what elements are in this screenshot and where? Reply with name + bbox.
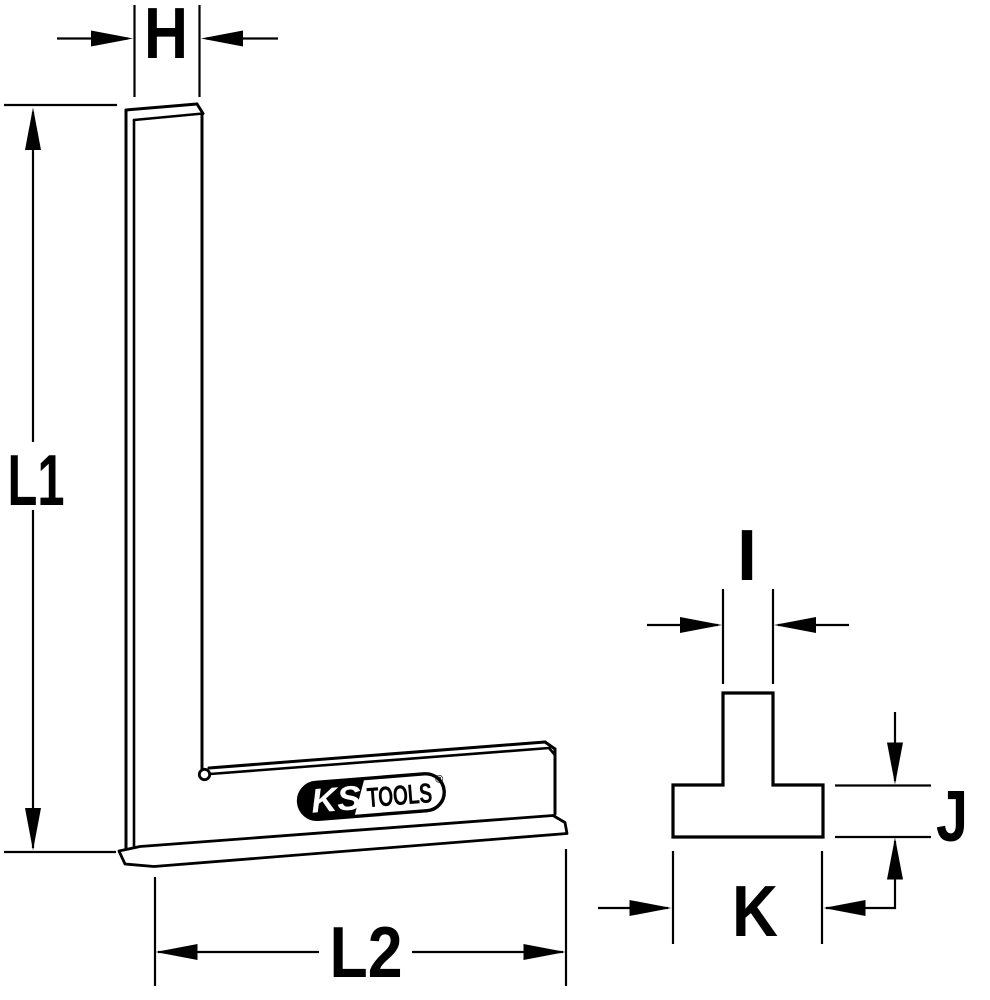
l1-arrowhead-bottom: [25, 808, 41, 851]
front-view: KS TOOLS ® H L1: [4, 0, 569, 993]
i-arrowhead-right: [774, 617, 816, 633]
i-arrowhead-left: [680, 617, 722, 633]
k-arrowhead-left: [629, 900, 672, 916]
dimension-l1: L1: [4, 103, 117, 854]
l1-arrowhead-top: [25, 107, 41, 150]
ks-tools-logo: KS TOOLS ®: [296, 772, 446, 822]
h-arrowhead-right: [201, 30, 243, 47]
blade-top-inner-edge: [132, 112, 205, 122]
dimension-i: I: [647, 516, 849, 684]
l2-arrowhead-right: [523, 944, 566, 960]
stock-outline: [117, 740, 569, 868]
dimension-label-k: K: [732, 872, 778, 952]
stock-top-outer-edge: [207, 740, 547, 770]
corner-relief-hole: [197, 767, 212, 782]
h-arrowhead-left: [91, 30, 133, 47]
dimension-label-l1: L1: [8, 441, 65, 521]
j-arrowhead-top: [887, 742, 903, 785]
dimension-j: J: [835, 712, 968, 909]
section-view: I J K: [598, 516, 968, 952]
logo-tools-text: TOOLS: [366, 777, 433, 813]
dimension-label-l2: L2: [330, 913, 403, 993]
logo-black-field: [299, 778, 365, 820]
dimension-k: K: [598, 851, 896, 952]
logo-registered-mark: ®: [435, 773, 444, 786]
dimension-label-i: I: [737, 516, 757, 596]
section-t-profile: [671, 691, 825, 839]
j-arrowhead-bottom: [887, 837, 903, 880]
dimension-label-h: H: [144, 0, 188, 74]
stock-top-inner-edge: [208, 746, 551, 776]
dimension-h: H: [57, 0, 278, 97]
dimension-l2: L2: [153, 849, 568, 993]
stock-end-bevel-outer: [543, 740, 557, 751]
dimension-label-j: J: [936, 777, 968, 857]
blade-top-right-bevel: [195, 102, 205, 115]
logo-ks-text: KS: [310, 779, 363, 821]
blade-top-outer-edge: [124, 102, 199, 112]
k-arrowhead-right: [823, 900, 866, 916]
stock-sole-lip: [117, 814, 569, 868]
blade-outline: [124, 102, 205, 851]
l2-arrowhead-left: [155, 944, 198, 960]
